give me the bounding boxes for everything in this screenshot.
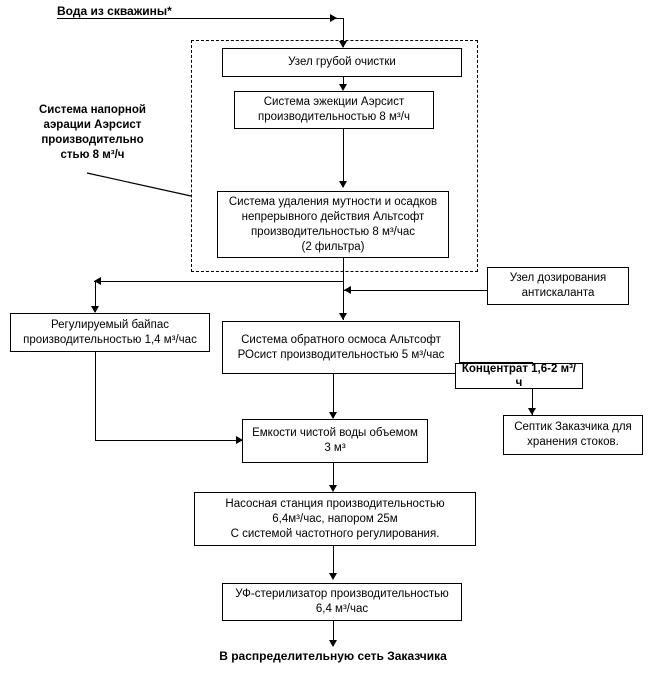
link-uv-to-output [333, 621, 334, 646]
link-coarse-to-ejection [343, 77, 344, 89]
arrow-ejection-to-turbidity [338, 181, 347, 188]
node-clean-water-tanks[interactable]: Емкости чистой воды объемом 3 м³ [242, 419, 428, 463]
aeration-group-label: Система напорной аэрации Аэрсист произво… [39, 104, 146, 161]
arrow-coarse-to-ejection [338, 84, 347, 91]
node-coarse-filter[interactable]: Узел грубой очистки [222, 48, 462, 77]
node-antiscalant-dosing[interactable]: Узел дозирования антискаланта [487, 267, 629, 305]
arrow-antiscalant-into-trunk [344, 285, 351, 294]
node-pump-station[interactable]: Насосная станция производительностью 6,4… [194, 492, 476, 546]
arrow-trunk-to-ro [338, 313, 347, 320]
aeration-group-boundary [191, 40, 478, 272]
arrow-bus-into-bypass [90, 306, 99, 313]
output-label: В распределительную сеть Заказчика [219, 649, 447, 663]
link-pump-to-uv [333, 546, 334, 579]
node-septic-tank[interactable]: Септик Заказчика для хранения стоков. [503, 415, 643, 455]
arrow-tanks-to-pump [328, 485, 337, 492]
link-ejection-to-turbidity [343, 129, 344, 187]
arrow-pump-to-uv [328, 573, 337, 580]
group-leader-line [86, 172, 192, 197]
arrow-concentrate-into-septic [527, 408, 536, 415]
inflow-label: Вода из скважины* [57, 4, 172, 18]
node-uv-sterilizer[interactable]: УФ-стерилизатор производительностью 6,4 … [222, 583, 462, 621]
arrow-ro-to-tanks [328, 412, 337, 419]
bus-drop-to-bypass [95, 281, 96, 312]
node-regulated-bypass[interactable]: Регулируемый байпас производительностью … [10, 313, 210, 352]
arrow-bypass-into-tanks [236, 436, 243, 444]
node-reverse-osmosis[interactable]: Система обратного осмоса Альтсофт РОсист… [222, 321, 460, 374]
node-ejection-system[interactable]: Система эжекции Аэрсист производительнос… [234, 91, 434, 129]
bus-line-to-bypass [94, 281, 344, 282]
inflow-arrow-right [330, 13, 337, 22]
inflow-line-vertical [343, 18, 344, 47]
inflow-arrow-down [338, 41, 347, 48]
link-tanks-to-pump [333, 463, 334, 491]
bypass-outflow-vertical [95, 352, 96, 441]
inflow-line-horizontal [57, 18, 344, 19]
arrow-uv-to-output [328, 640, 337, 647]
arrow-bus-left [94, 276, 101, 285]
main-trunk-vertical [343, 258, 344, 320]
node-turbidity-removal[interactable]: Система удаления мутности и осадков непр… [217, 191, 449, 258]
concentrate-line-horizontal [460, 362, 533, 363]
bypass-outflow-horizontal [95, 440, 242, 441]
antiscalant-feed-line [344, 290, 487, 291]
link-ro-to-tanks [333, 374, 334, 418]
concentrate-label: Концентрат 1,6-2 м³/ч [455, 363, 583, 389]
